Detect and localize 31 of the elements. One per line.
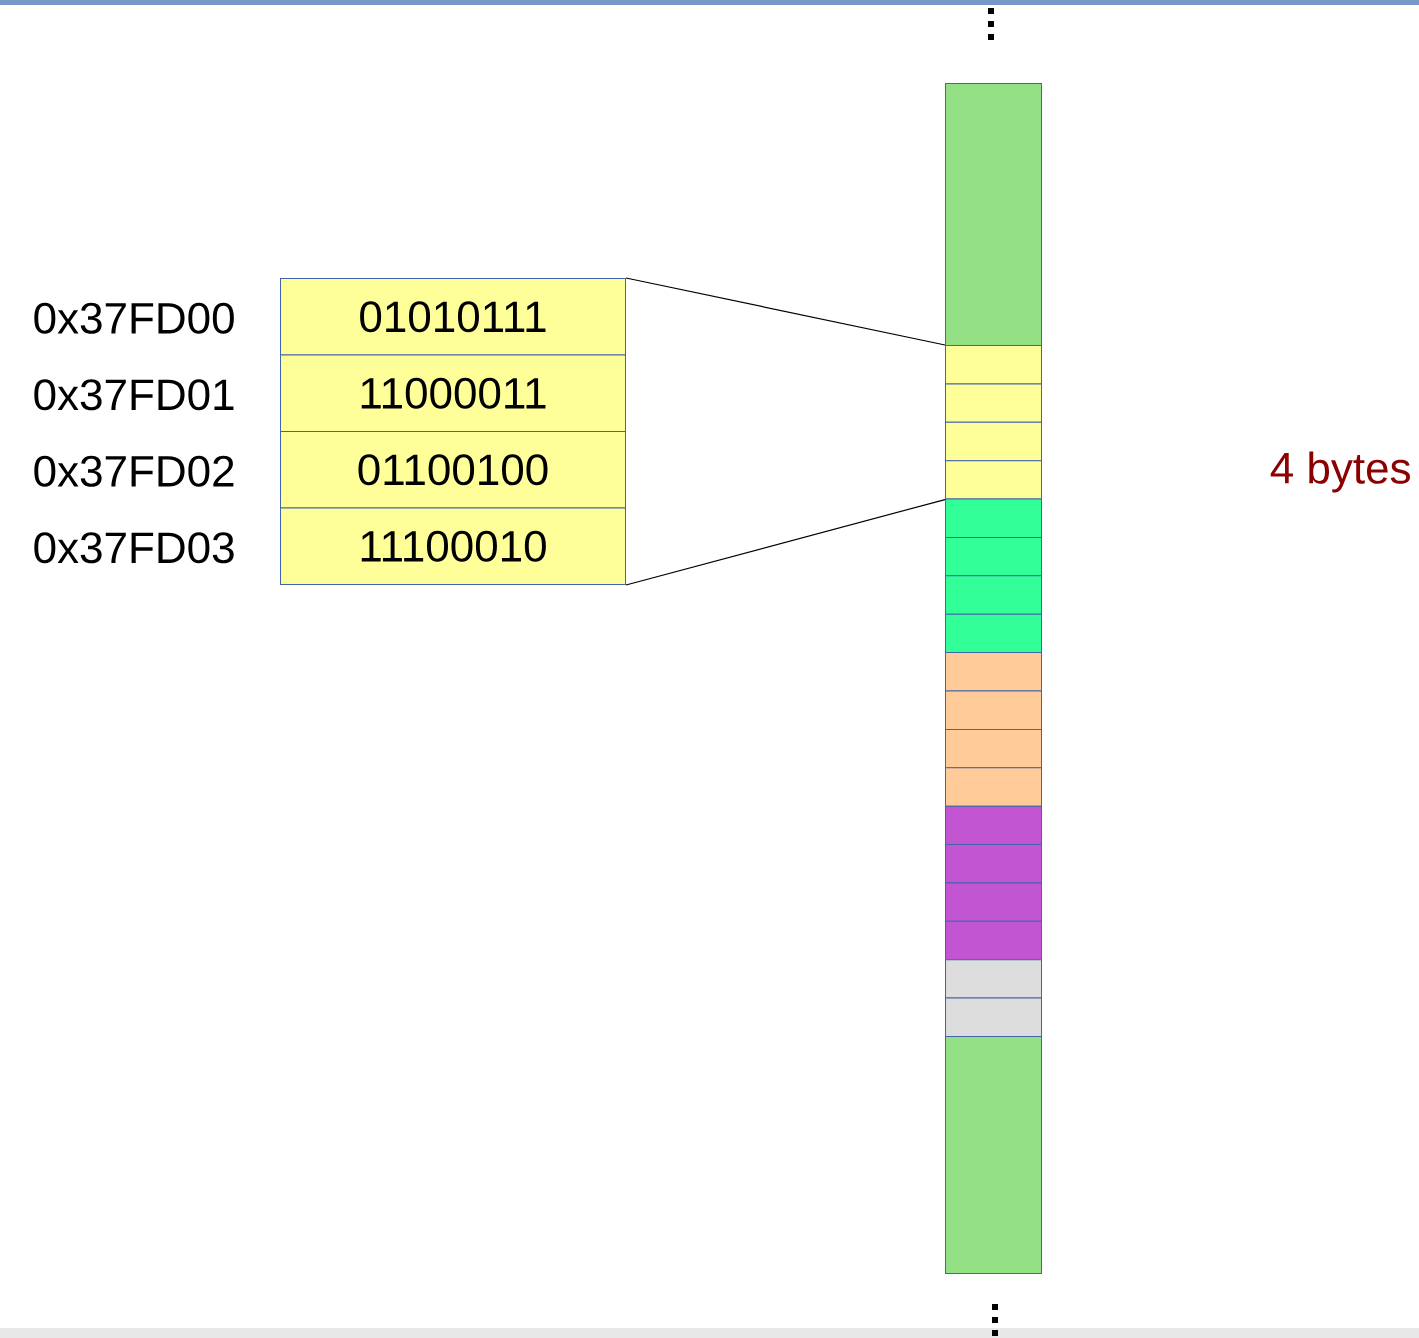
memory-cell xyxy=(945,767,1042,807)
zoom-line xyxy=(625,277,946,346)
address-label: 0x37FD03 xyxy=(34,532,234,564)
memory-cell xyxy=(945,805,1042,846)
memory-cell xyxy=(945,575,1042,615)
memory-cell xyxy=(945,882,1042,922)
memory-cell xyxy=(945,1036,1042,1274)
memory-cell xyxy=(945,613,1042,654)
memory-cell xyxy=(945,83,1042,346)
zoom-line xyxy=(625,498,946,586)
size-label: 4 bytes xyxy=(1270,451,1410,493)
byte-cell: 11100010 xyxy=(280,507,626,585)
address-label: 0x37FD02 xyxy=(34,455,234,487)
memory-cell xyxy=(945,383,1042,423)
memory-cell xyxy=(945,959,1042,999)
memory-cell xyxy=(945,652,1042,692)
address-label: 0x37FD01 xyxy=(34,379,234,411)
memory-cell xyxy=(945,690,1042,730)
byte-cell: 11000011 xyxy=(280,354,626,432)
memory-cell xyxy=(945,345,1042,385)
memory-cell xyxy=(945,421,1042,462)
address-label: 0x37FD00 xyxy=(34,302,234,334)
byte-cell: 01100100 xyxy=(280,431,626,509)
memory-cell xyxy=(945,844,1042,884)
memory-cell xyxy=(945,498,1042,538)
memory-cell xyxy=(945,460,1042,500)
memory-cell xyxy=(945,536,1042,577)
memory-cell xyxy=(945,728,1042,769)
memory-cell xyxy=(945,920,1042,961)
byte-cell: 01010111 xyxy=(280,278,626,356)
memory-cell xyxy=(945,997,1042,1037)
